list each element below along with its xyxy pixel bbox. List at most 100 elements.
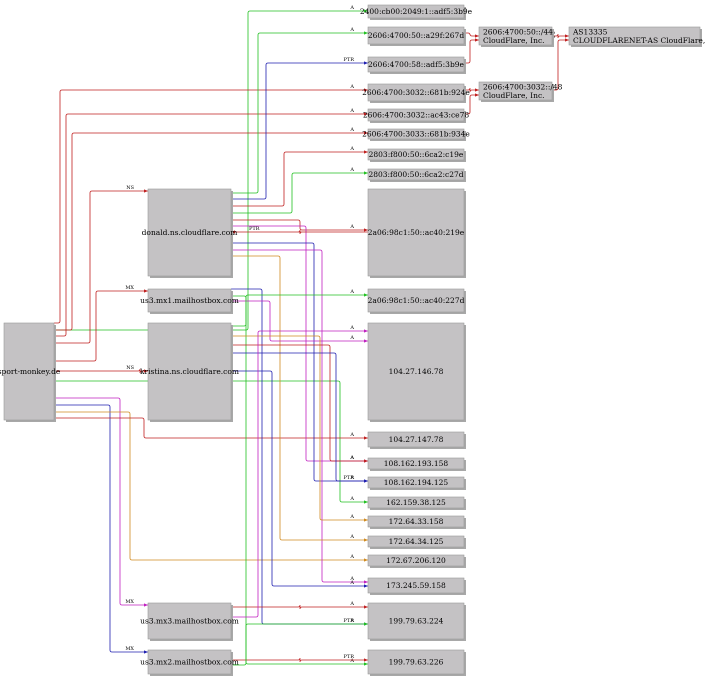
- node-v6j[interactable]: 2a06:98c1:50::ac40:227d: [368, 288, 466, 314]
- edge-arrowhead: [364, 112, 368, 116]
- node-ns1[interactable]: donald.ns.cloudflare.com: [142, 188, 238, 278]
- edge-arrowhead: [364, 500, 368, 504]
- node-v4c[interactable]: 108.162.193.158: [367, 457, 466, 471]
- node-v4k[interactable]: 199.79.63.226: [367, 649, 466, 676]
- node-box: [367, 26, 465, 45]
- node-v4a[interactable]: 104.27.146.78: [367, 322, 466, 422]
- edge-label: A: [349, 84, 354, 90]
- edge-arrowhead: [364, 339, 368, 343]
- edge-arrowhead: [364, 622, 368, 626]
- edge-label: A: [349, 580, 354, 586]
- node-label: 104.27.146.78: [389, 367, 444, 376]
- edge-arrowhead: [364, 584, 368, 588]
- edge-label: A: [349, 167, 354, 173]
- edge-arrowhead: [364, 518, 368, 522]
- node-v6b[interactable]: 2606:4700:50::a29f:267d: [367, 26, 466, 46]
- node-label: 2606:4700:50::a29f:267d: [368, 31, 464, 40]
- node-v6i[interactable]: 2a06:98c1:50::ac40:219e: [367, 188, 466, 278]
- edge-line: [231, 219, 368, 231]
- node-v6a[interactable]: 2400:cb00:2049:1::adf5:3b9e: [360, 4, 473, 20]
- edge-line: [54, 89, 368, 324]
- node-box: [147, 188, 232, 277]
- edge-label: A: [349, 514, 354, 520]
- node-mx1[interactable]: us3.mx1.mailhostbox.com: [140, 288, 239, 314]
- edge-label: A: [349, 658, 354, 664]
- edge-label: A: [349, 325, 354, 331]
- edge-arrowhead: [475, 34, 479, 38]
- node-v6e[interactable]: 2606:4700:3032::ac43:ce78: [363, 108, 470, 123]
- node-v6c[interactable]: 2606:4700:58::adf5:3b9e: [367, 56, 466, 74]
- node-label: sport-monkey.de: [0, 367, 61, 376]
- edge-arrowhead: [364, 31, 368, 35]
- edge-line: [231, 225, 368, 462]
- edge-ns1-v4d: PTR: [231, 242, 368, 483]
- node-box: [568, 26, 701, 46]
- edge-line: [54, 380, 368, 503]
- edge-label: A: [349, 224, 354, 230]
- node-box: [367, 457, 465, 470]
- edge-mx1-v4k: A: [231, 295, 368, 666]
- edge-line: [231, 370, 368, 587]
- node-v6f[interactable]: 2606:4700:3033::681b:934e: [362, 128, 470, 141]
- node-box: [367, 128, 465, 140]
- node-layer: sport-monkey.de donald.ns.cloudflare.com u…: [0, 4, 705, 676]
- edge-root-v6d: A: [54, 84, 368, 324]
- node-label: 2a06:98c1:50::ac40:219e: [368, 228, 465, 237]
- node-mx2[interactable]: us3.mx2.mailhostbox.com: [140, 649, 239, 676]
- node-mx3[interactable]: us3.mx3.mailhostbox.com: [140, 602, 239, 641]
- node-box: [478, 26, 553, 46]
- edge-line: [231, 172, 368, 214]
- node-v6g[interactable]: 2803:f800:50::6ca2:c19e: [367, 148, 466, 162]
- edge-line: [54, 113, 368, 337]
- edge-ns2-v4f: A: [231, 335, 368, 522]
- edge-line: [231, 62, 368, 200]
- edge-ns1-v6c: PTR: [231, 57, 368, 200]
- node-box: [367, 476, 465, 489]
- node-v6h[interactable]: 2803:f800:50::6ca2:c27d: [367, 168, 466, 182]
- node-v4f[interactable]: 172.64.33.158: [367, 515, 466, 529]
- node-box: [478, 81, 553, 101]
- node-label: us3.mx1.mailhostbox.com: [140, 296, 239, 305]
- node-ns2[interactable]: kristina.ns.cloudflare.com: [140, 322, 239, 422]
- node-v4h[interactable]: 172.67.206.120: [367, 554, 466, 568]
- edge-line: [54, 10, 368, 331]
- node-root[interactable]: sport-monkey.de: [0, 322, 61, 422]
- node-v4e[interactable]: 162.159.38.125: [367, 496, 466, 510]
- edge-arrowhead: [475, 88, 479, 92]
- edge-root-v4b: A: [54, 417, 368, 440]
- node-v6d[interactable]: 2606:4700:3032::681b:924e: [362, 83, 470, 103]
- node-box: [367, 4, 465, 19]
- edge-label: A: [349, 27, 354, 33]
- edge-label: A: [349, 455, 354, 461]
- edge-ns1-v6i: A: [231, 219, 368, 232]
- node-box: [147, 322, 232, 421]
- edge-mx2-v4k: PTR: [231, 654, 368, 663]
- edge-ns2-v4c: A: [231, 344, 368, 463]
- node-label: 172.64.33.158: [389, 517, 444, 526]
- node-v4b[interactable]: 104.27.147.78: [367, 431, 466, 449]
- node-box: [367, 602, 465, 640]
- node-box: [3, 322, 55, 421]
- node-box: [367, 431, 465, 448]
- node-label: 162.159.38.125: [386, 498, 446, 507]
- node-v4g[interactable]: 172.64.34.125: [367, 535, 466, 549]
- edge-line: [231, 344, 368, 462]
- node-box: [367, 577, 465, 594]
- edge-label: PTR: [344, 57, 355, 63]
- node-v4j[interactable]: 199.79.63.224: [367, 602, 466, 641]
- edge-mx3-v4a: A: [231, 325, 368, 618]
- edge-root-mx2: MX: [54, 404, 148, 654]
- node-label: 2a06:98c1:50::ac40:227d: [368, 296, 465, 305]
- edge-label: A: [349, 534, 354, 540]
- edge-line: [464, 94, 479, 115]
- edge-line: [231, 300, 368, 342]
- node-v4d[interactable]: 108.162.194.125: [367, 476, 466, 490]
- edge-arrowhead: [364, 171, 368, 175]
- node-box: [367, 83, 465, 102]
- edge-label: PTR: [249, 226, 260, 232]
- node-label: 173.245.59.158: [386, 581, 446, 590]
- node-v4i[interactable]: 173.245.59.158: [367, 577, 466, 595]
